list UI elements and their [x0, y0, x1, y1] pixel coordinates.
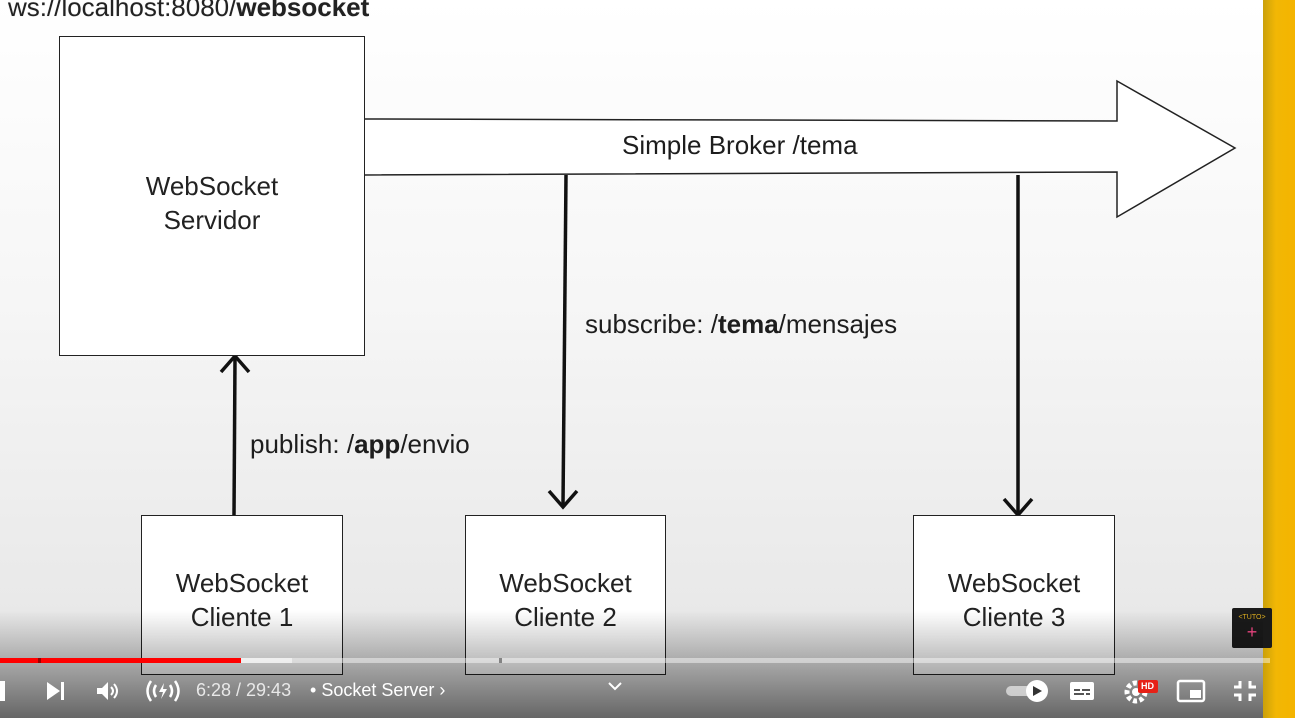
- chapter-chevron-icon: ›: [439, 680, 446, 700]
- time-display: 6:28 / 29:43: [196, 680, 292, 700]
- publish-arrow-line: [232, 357, 237, 517]
- subscribe-arrow-2-head: [547, 489, 579, 510]
- client-1-line1: WebSocket: [175, 568, 309, 598]
- websocket-url: ws://localhost:8080/websocket: [8, 0, 370, 22]
- play-pause-icon[interactable]: [0, 680, 8, 702]
- publish-label: publish: /app/envio: [250, 429, 470, 459]
- server-label-line2: Servidor: [163, 205, 261, 235]
- side-accent-bar: [1263, 0, 1295, 718]
- chapter-title[interactable]: • Socket Server ›: [310, 680, 445, 701]
- broker-label: Simple Broker /tema: [622, 130, 858, 160]
- volume-icon[interactable]: [96, 680, 122, 702]
- server-box: WebSocket Servidor: [59, 36, 365, 356]
- separator: •: [310, 680, 317, 700]
- fullscreen-exit-icon[interactable]: [1232, 679, 1258, 703]
- chapter-title-text: Socket Server: [321, 680, 435, 700]
- subscribe-label: subscribe: /tema/mensajes: [585, 309, 898, 339]
- client-3-line1: WebSocket: [947, 568, 1081, 598]
- client-2-line1: WebSocket: [499, 568, 632, 598]
- settings-icon[interactable]: HD: [1124, 679, 1160, 705]
- live-stream-icon[interactable]: [143, 678, 183, 704]
- next-icon[interactable]: [45, 681, 67, 701]
- progress-bar[interactable]: [0, 658, 1270, 663]
- broker-arrow: [363, 79, 1237, 219]
- hd-badge: HD: [1141, 681, 1154, 691]
- controls-gradient: [0, 610, 1263, 718]
- miniplayer-icon[interactable]: [1176, 679, 1206, 703]
- server-label-line1: WebSocket: [145, 171, 279, 201]
- captions-icon[interactable]: [1069, 681, 1095, 701]
- autoplay-toggle-icon[interactable]: [1004, 679, 1050, 703]
- chapter-divider: [38, 658, 41, 663]
- chapter-divider: [499, 658, 502, 663]
- subscribe-arrow-2-line: [561, 174, 568, 506]
- chevron-down-icon[interactable]: [606, 680, 624, 692]
- diagram-arrows: [219, 79, 1237, 518]
- publish-arrow-head: [219, 353, 251, 374]
- progress-played: [0, 658, 242, 663]
